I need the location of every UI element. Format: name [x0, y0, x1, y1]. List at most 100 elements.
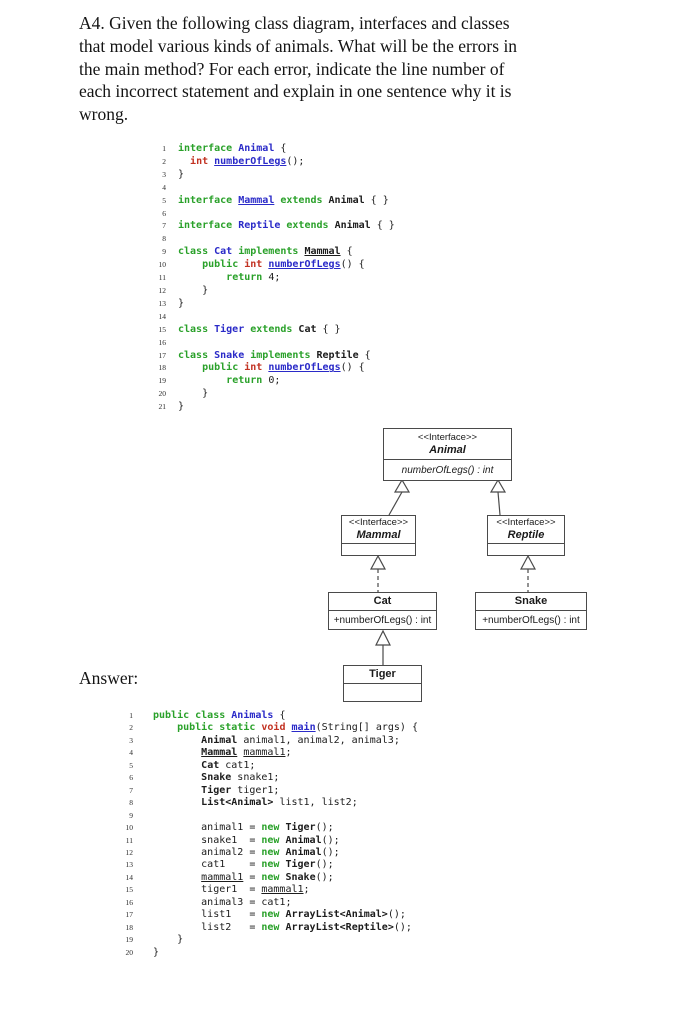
code-line: 15 tiger1 = mammal1;: [118, 884, 418, 896]
member-label: numberOfLegs() : int: [401, 464, 494, 476]
class-name: Tiger: [369, 668, 396, 680]
uml-class-snake: Snake +numberOfLegs() : int: [475, 592, 587, 630]
line-number: 4: [162, 182, 166, 192]
class-name: Cat: [373, 595, 392, 607]
code-line: 14: [144, 311, 395, 324]
uml-class-animal: <<Interface>> Animal numberOfLegs() : in…: [383, 428, 512, 481]
line-number: 10: [125, 823, 134, 833]
code-line: 20 }: [144, 388, 395, 401]
line-number: 15: [125, 885, 134, 895]
code-line: 6 Snake snake1;: [118, 772, 418, 784]
line-number: 14: [158, 311, 167, 321]
generalization-arrow-mammal-animal: [388, 478, 411, 516]
line-number: 12: [125, 847, 134, 857]
empty-compartment: [344, 684, 421, 701]
line-number: 8: [129, 798, 133, 808]
code-line: 7 Tiger tiger1;: [118, 785, 418, 797]
line-number: 13: [158, 298, 167, 308]
answer-label: Answer:: [79, 668, 139, 688]
code-line: 17 list1 = new ArrayList<Animal>();: [118, 909, 418, 921]
code-line: 19 }: [118, 934, 418, 946]
code-line: 2 public static void main(String[] args)…: [118, 722, 418, 734]
uml-class-reptile: <<Interface>> Reptile: [487, 515, 565, 556]
code-line: 4: [144, 182, 395, 195]
line-number: 3: [162, 169, 166, 179]
code-line: 6: [144, 208, 395, 221]
empty-compartment: [488, 544, 564, 555]
code-line: 13 cat1 = new Tiger();: [118, 859, 418, 871]
code-line: 2 int numberOfLegs();: [144, 156, 395, 169]
code-line: 14 mammal1 = new Snake();: [118, 872, 418, 884]
code-line: 16: [144, 337, 395, 350]
stereotype-label: <<Interface>>: [348, 517, 409, 528]
line-number: 2: [129, 723, 133, 733]
line-number: 15: [158, 324, 167, 334]
line-number: 9: [129, 810, 133, 820]
line-number: 5: [162, 195, 166, 205]
line-number: 11: [125, 835, 133, 845]
line-number: 5: [129, 760, 133, 770]
line-number: 9: [162, 247, 166, 257]
line-number: 17: [158, 350, 167, 360]
line-number: 7: [162, 221, 166, 231]
generalization-arrow-reptile-animal: [489, 478, 507, 516]
code-line: 18 list2 = new ArrayList<Reptile>();: [118, 922, 418, 934]
code-line: 11 return 4;: [144, 272, 395, 285]
code-line: 18 public int numberOfLegs() {: [144, 362, 395, 375]
line-number: 4: [129, 748, 133, 758]
class-name: Animal: [429, 443, 466, 456]
code-line: 12 animal2 = new Animal();: [118, 847, 418, 859]
line-number: 10: [158, 260, 167, 270]
stereotype-label: <<Interface>>: [496, 517, 556, 528]
realization-arrow-cat-mammal: [369, 554, 387, 592]
line-number: 21: [158, 402, 167, 412]
line-number: 17: [125, 910, 134, 920]
line-number: 3: [129, 735, 133, 745]
code-line: 4 Mammal mammal1;: [118, 747, 418, 759]
uml-class-tiger: Tiger: [343, 665, 422, 702]
code-line: 11 snake1 = new Animal();: [118, 835, 418, 847]
line-number: 18: [158, 363, 167, 373]
code-line: 10 animal1 = new Tiger();: [118, 822, 418, 834]
uml-class-mammal: <<Interface>> Mammal: [341, 515, 416, 556]
class-name: Snake: [514, 595, 548, 607]
question-text: A4. Given the following class diagram, i…: [79, 13, 518, 125]
line-number: 6: [162, 208, 166, 218]
code-line: 20}: [118, 947, 418, 959]
line-number: 16: [125, 897, 134, 907]
empty-compartment: [342, 544, 415, 555]
code-line: 16 animal3 = cat1;: [118, 897, 418, 909]
code-line: 8: [144, 233, 395, 246]
generalization-arrow-tiger-cat: [375, 629, 391, 665]
member-label: +numberOfLegs() : int: [482, 614, 580, 626]
code-line: 21}: [144, 401, 395, 414]
line-number: 20: [125, 947, 134, 957]
code-line: 8 List<Animal> list1, list2;: [118, 797, 418, 809]
line-number: 1: [129, 711, 133, 720]
line-number: 1: [162, 144, 166, 153]
code-line: 10 public int numberOfLegs() {: [144, 259, 395, 272]
line-number: 19: [125, 935, 134, 945]
line-number: 12: [158, 285, 167, 295]
line-number: 7: [129, 785, 133, 795]
stereotype-label: <<Interface>>: [417, 431, 478, 443]
line-number: 2: [162, 156, 166, 166]
line-number: 14: [125, 872, 134, 882]
code-line: 12 }: [144, 285, 395, 298]
uml-class-cat: Cat +numberOfLegs() : int: [328, 592, 437, 630]
line-number: 18: [125, 922, 134, 932]
code-line: 3}: [144, 169, 395, 182]
realization-arrow-snake-reptile: [519, 554, 537, 592]
class-name: Mammal: [356, 529, 401, 541]
code-line: 9: [118, 810, 418, 822]
